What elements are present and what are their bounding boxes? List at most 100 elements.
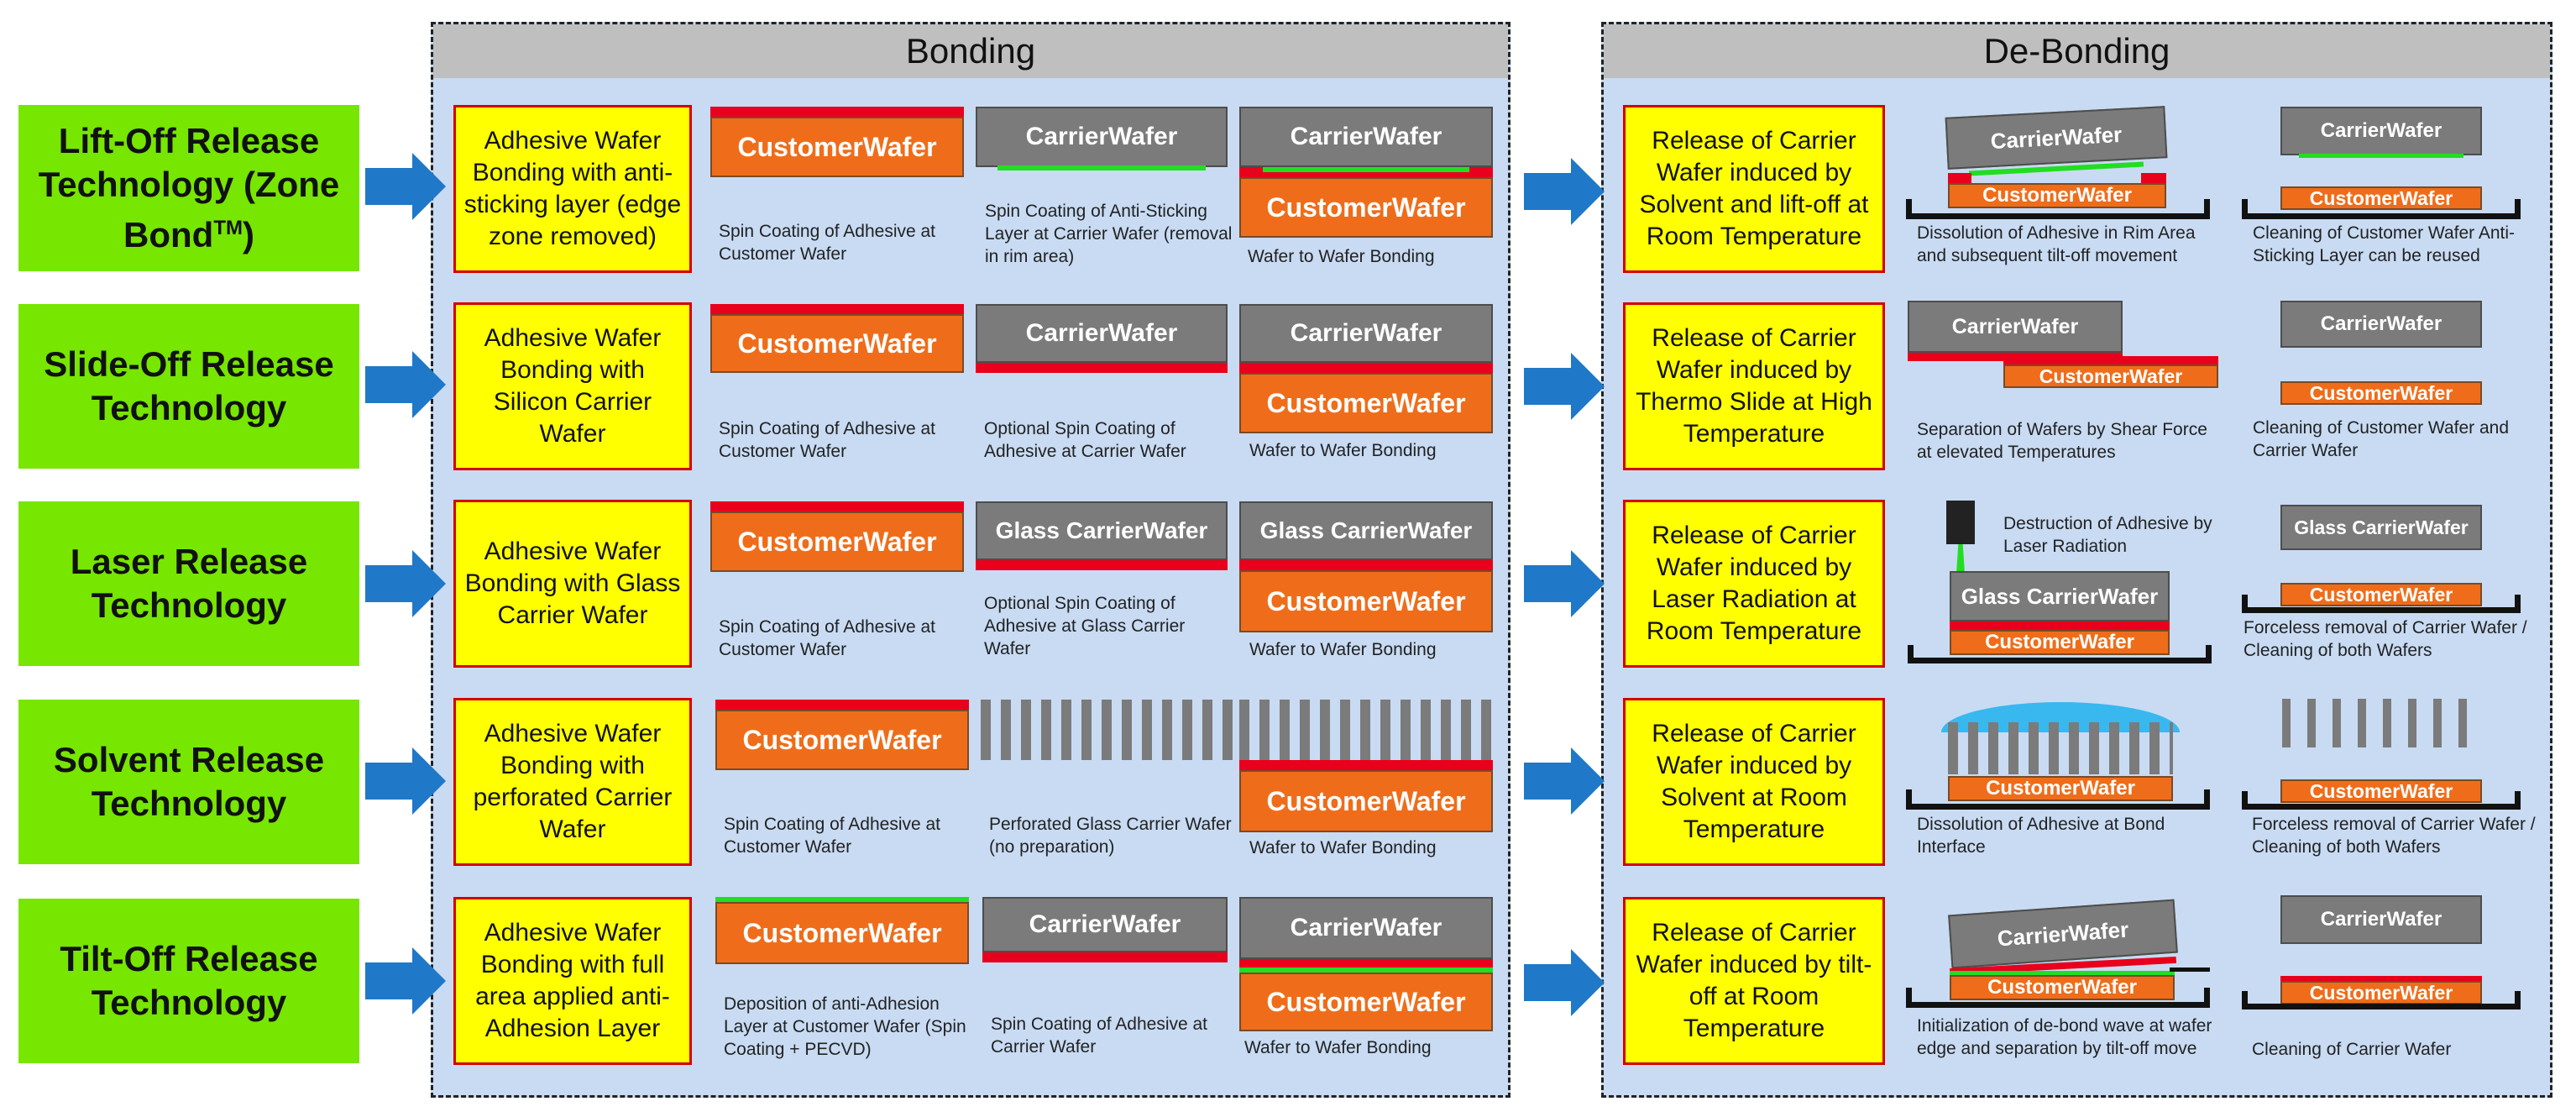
- customer-wafer: CustomerWafer: [1950, 630, 2170, 655]
- chuck: [2242, 199, 2521, 219]
- adhesive-layer: [1950, 621, 2170, 630]
- anti-sticking-layer: [2299, 154, 2463, 158]
- arrow-right-icon: [1524, 550, 1605, 617]
- arrow-right-icon: [1524, 158, 1605, 225]
- step-caption: Cleaning of Customer Wafer and Carrier W…: [2253, 418, 2510, 460]
- perforated-carrier-wafer: [981, 700, 1233, 760]
- adhesive-layer: [2141, 173, 2166, 183]
- step-caption: Forceless removal of Carrier Wafer / Cle…: [2252, 815, 2536, 857]
- tech-box-lift-off: Lift-Off Release Technology (Zone BondTM…: [18, 105, 359, 271]
- step-caption: Dissolution of Adhesive in Rim Area and …: [1917, 223, 2196, 265]
- step-caption: Wafer to Wafer Bonding: [1244, 1038, 1432, 1057]
- tech-box-laser: Laser Release Technology: [18, 501, 359, 666]
- step-caption: Forceless removal of Carrier Wafer / Cle…: [2244, 618, 2527, 660]
- carrier-wafer: CarrierWafer: [1908, 301, 2123, 353]
- chuck: [2242, 791, 2521, 810]
- chuck: [1906, 789, 2210, 810]
- customer-wafer: CustomerWafer: [710, 314, 964, 373]
- chuck: [1906, 988, 2210, 1008]
- step-caption: Wafer to Wafer Bonding: [1249, 838, 1437, 857]
- adhesive-layer: [1239, 560, 1493, 570]
- adhesive-layer: [1239, 363, 1493, 373]
- anti-adhesion-layer: [1239, 968, 1493, 973]
- laser-head-icon: [1946, 501, 1975, 544]
- carrier-wafer: CarrierWafer: [1239, 897, 1493, 959]
- carrier-wafer: CarrierWafer: [976, 107, 1228, 167]
- debond-process-box: Release of Carrier Wafer induced by Lase…: [1623, 500, 1885, 668]
- arrow-right-icon: [365, 153, 446, 220]
- adhesive-layer: [982, 952, 1228, 962]
- adhesive-layer: [2280, 976, 2482, 981]
- anti-sticking-layer: [1263, 167, 1469, 172]
- customer-wafer: CustomerWafer: [715, 902, 969, 964]
- perforated-carrier-wafer: [1239, 700, 1493, 760]
- customer-wafer: CustomerWafer: [1948, 776, 2173, 801]
- customer-wafer: CustomerWafer: [710, 511, 964, 572]
- chuck: [1906, 199, 2210, 219]
- tech-box-slide-off: Slide-Off Release Technology: [18, 304, 359, 469]
- customer-wafer: CustomerWafer: [2280, 186, 2482, 210]
- step-caption: Initialization of de-bond wave at wafer …: [1917, 1016, 2212, 1058]
- arrow-right-icon: [365, 747, 446, 815]
- customer-wafer: CustomerWafer: [1950, 975, 2175, 1000]
- step-caption: Wafer to Wafer Bonding: [1249, 640, 1437, 659]
- anti-adhesion-layer: [1950, 971, 2175, 975]
- customer-wafer: CustomerWafer: [1948, 183, 2166, 208]
- chuck: [1908, 645, 2212, 663]
- adhesive-layer: [710, 107, 964, 117]
- customer-wafer: CustomerWafer: [2280, 381, 2482, 405]
- bond-process-box: Adhesive Wafer Bonding with full area ap…: [453, 897, 692, 1065]
- bond-process-box: Adhesive Wafer Bonding with perforated C…: [453, 698, 692, 866]
- adhesive-layer: [715, 700, 969, 710]
- carrier-wafer: CarrierWafer: [982, 897, 1228, 952]
- bond-process-box: Adhesive Wafer Bonding with Glass Carrie…: [453, 500, 692, 668]
- step-caption: Cleaning of Customer Wafer Anti-Sticking…: [2253, 223, 2516, 265]
- customer-wafer: CustomerWafer: [2280, 583, 2482, 606]
- step-caption: Wafer to Wafer Bonding: [1249, 441, 1437, 460]
- tech-box-tilt-off: Tilt-Off Release Technology: [18, 899, 359, 1063]
- adhesive-layer: [976, 560, 1228, 570]
- adhesive-layer: [976, 363, 1228, 373]
- debond-process-box: Release of Carrier Wafer induced by tilt…: [1623, 897, 1885, 1065]
- debond-process-box: Release of Carrier Wafer induced by Solv…: [1623, 105, 1885, 273]
- adhesive-layer: [1239, 959, 1493, 968]
- bond-process-box: Adhesive Wafer Bonding with anti-stickin…: [453, 105, 692, 273]
- step-caption: Optional Spin Coating of Adhesive at Car…: [984, 419, 1186, 461]
- carrier-wafer: CarrierWafer: [2280, 107, 2482, 155]
- step-caption: Dissolution of Adhesive at Bond Interfac…: [1917, 815, 2165, 857]
- glass-carrier-wafer: Glass CarrierWafer: [2280, 505, 2482, 550]
- arrow-right-icon: [1524, 747, 1605, 815]
- glass-carrier-wafer: Glass CarrierWafer: [1950, 571, 2170, 621]
- arrow-right-icon: [365, 947, 446, 1015]
- step-caption: Spin Coating of Adhesive at Customer Waf…: [719, 222, 936, 264]
- customer-wafer: CustomerWafer: [1239, 373, 1493, 433]
- adhesive-layer: [1948, 173, 1971, 183]
- customer-wafer: CustomerWafer: [1239, 973, 1493, 1031]
- debond-process-box: Release of Carrier Wafer induced by Solv…: [1623, 698, 1885, 866]
- step-caption: Optional Spin Coating of Adhesive at Gla…: [984, 594, 1186, 658]
- step-caption: Spin Coating of Anti-Sticking Layer at C…: [985, 202, 1233, 266]
- step-caption: Deposition of anti-Adhesion Layer at Cus…: [724, 994, 966, 1059]
- customer-wafer: CustomerWafer: [2280, 779, 2482, 803]
- debond-process-box: Release of Carrier Wafer induced by Ther…: [1623, 302, 1885, 470]
- bonding-header: Bonding: [433, 24, 1508, 78]
- carrier-wafer: CarrierWafer: [1239, 107, 1493, 167]
- step-caption: Perforated Glass Carrier Wafer (no prepa…: [989, 815, 1232, 857]
- tech-box-solvent: Solvent Release Technology: [18, 700, 359, 864]
- step-caption: Cleaning of Carrier Wafer: [2252, 1040, 2452, 1059]
- adhesive-layer: [1239, 760, 1493, 770]
- carrier-wafer: CarrierWafer: [2280, 895, 2482, 944]
- step-caption: Spin Coating of Adhesive at Customer Waf…: [724, 815, 941, 857]
- glass-carrier-wafer: Glass CarrierWafer: [976, 501, 1228, 560]
- step-caption: Separation of Wafers by Shear Force at e…: [1917, 420, 2207, 462]
- customer-wafer: CustomerWafer: [715, 710, 969, 770]
- adhesive-layer: [710, 304, 964, 314]
- carrier-wafer: CarrierWafer: [2280, 301, 2482, 348]
- arrow-right-icon: [365, 550, 446, 617]
- perforated-carrier-wafer: [2282, 699, 2484, 747]
- carrier-wafer: CarrierWafer: [1239, 304, 1493, 363]
- tilt-lever-icon: [2170, 968, 2210, 972]
- customer-wafer: CustomerWafer: [710, 117, 964, 177]
- anti-sticking-layer: [997, 165, 1206, 170]
- step-caption: Wafer to Wafer Bonding: [1248, 247, 1435, 266]
